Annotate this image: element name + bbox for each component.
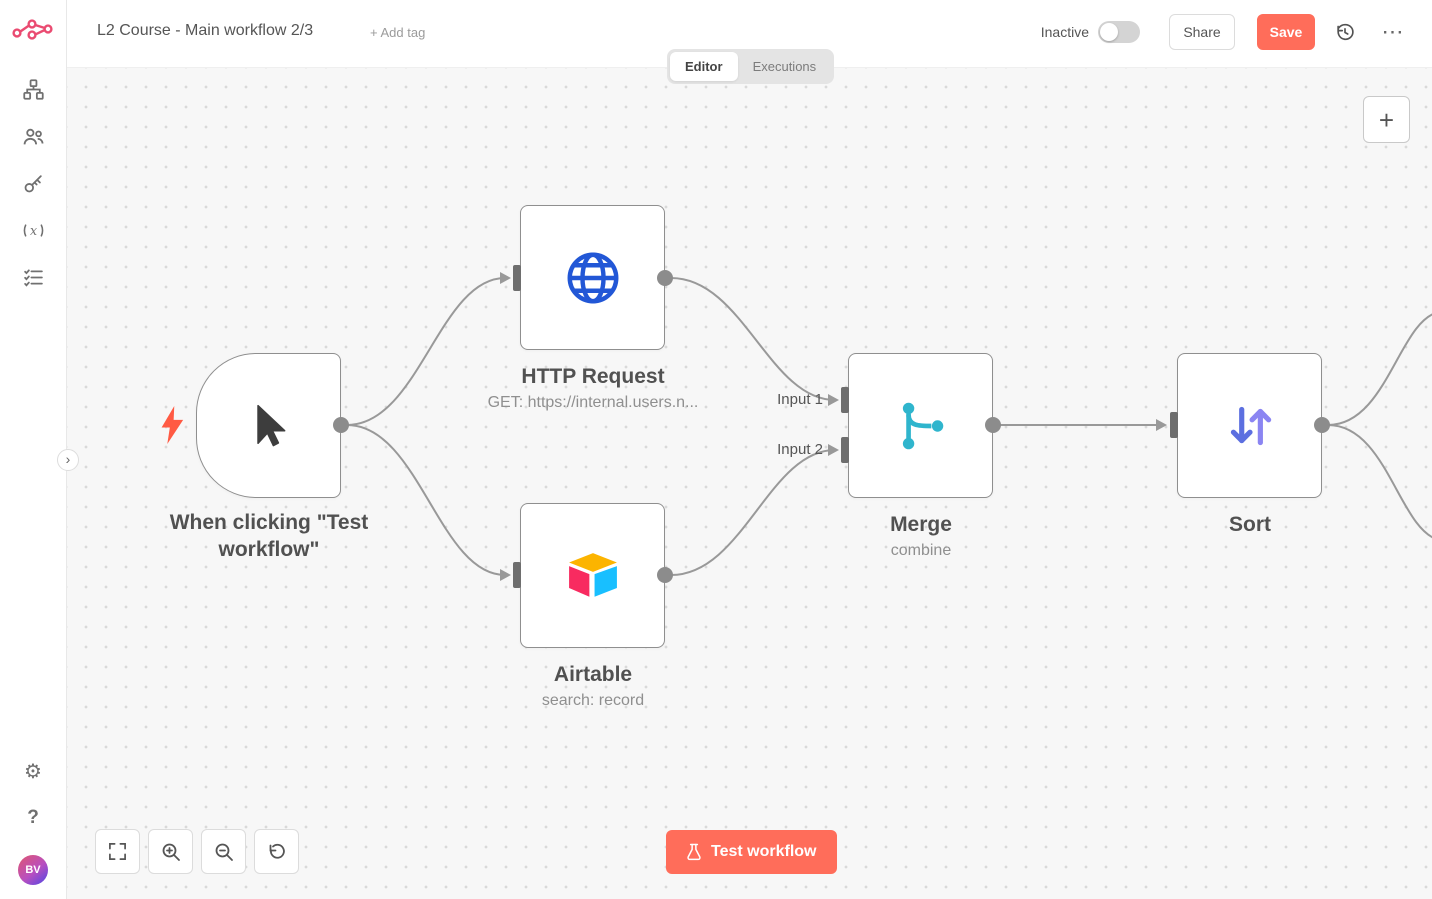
tab-editor[interactable]: Editor	[670, 52, 738, 81]
variables-icon: x	[23, 222, 43, 237]
node-sort[interactable]	[1177, 353, 1322, 498]
history-button[interactable]	[1330, 18, 1360, 48]
output-connector-trigger[interactable]	[333, 417, 349, 433]
cursor-icon	[256, 404, 285, 446]
more-menu-button[interactable]: ⋯	[1376, 14, 1410, 50]
users-icon	[23, 128, 43, 144]
sidebar-item-variables[interactable]: x	[13, 210, 53, 250]
flask-icon	[687, 843, 701, 861]
n8n-logo[interactable]	[12, 16, 54, 47]
zoom-out-icon	[215, 843, 233, 861]
active-toggle[interactable]	[1098, 21, 1140, 43]
tab-executions[interactable]: Executions	[738, 52, 832, 81]
node-merge[interactable]	[848, 353, 993, 498]
output-connector-http[interactable]	[657, 270, 673, 286]
settings-button[interactable]: ⚙	[13, 751, 53, 791]
editor-executions-tabs: Editor Executions	[667, 49, 835, 84]
reset-zoom-icon	[269, 843, 285, 859]
node-title-text: Airtable	[553, 663, 633, 686]
zoom-controls	[95, 829, 299, 874]
node-title-merge: Merge combine	[770, 511, 1072, 562]
node-title-sort: Sort	[1229, 513, 1271, 536]
output-connector-sort[interactable]	[1314, 417, 1330, 433]
input-connector-http[interactable]	[513, 265, 521, 291]
sidebar-item-workflows[interactable]	[13, 69, 53, 109]
toggle-knob	[1100, 23, 1118, 41]
node-airtable[interactable]	[520, 503, 665, 648]
help-icon: ?	[27, 807, 39, 828]
sidebar-item-credentials[interactable]	[13, 163, 53, 203]
zoom-out-button[interactable]	[201, 829, 246, 874]
add-node-button[interactable]: +	[1363, 96, 1410, 143]
merge-input2-label: Input 2	[777, 441, 823, 458]
connection-airtable-merge[interactable]	[670, 449, 836, 576]
save-button[interactable]: Save	[1257, 14, 1315, 50]
n8n-logo-icon	[12, 19, 53, 40]
workflow-canvas[interactable]: When clicking "Test workflow" HTTP Reque…	[67, 68, 1432, 899]
input-connector-merge-2[interactable]	[841, 437, 849, 463]
fit-view-icon	[109, 843, 126, 860]
output-connector-airtable[interactable]	[657, 567, 673, 583]
node-title-airtable: Airtable search: record	[442, 661, 744, 712]
input-connector-sort[interactable]	[1170, 412, 1178, 438]
chevron-right-icon: ›	[65, 451, 71, 467]
help-button[interactable]: ?	[13, 798, 53, 838]
user-avatar[interactable]: BV	[18, 855, 48, 885]
input-connector-merge-1[interactable]	[841, 387, 849, 413]
output-connector-merge[interactable]	[985, 417, 1001, 433]
sidebar: x ⚙ ? BV	[0, 0, 67, 899]
sidebar-item-templates[interactable]	[13, 116, 53, 156]
add-tag-button[interactable]: + Add tag	[370, 25, 426, 40]
node-subtitle-http: GET: https://internal.users.n...	[487, 394, 699, 412]
connection-http-merge[interactable]	[670, 277, 836, 401]
sidebar-collapse-button[interactable]: ›	[57, 449, 79, 471]
node-http-request[interactable]	[520, 205, 665, 350]
airtable-icon	[568, 552, 617, 597]
test-workflow-label: Test workflow	[711, 843, 817, 860]
node-subtitle-merge: combine	[890, 542, 952, 560]
workflow-title[interactable]: L2 Course - Main workflow 2/3	[97, 22, 314, 39]
globe-icon	[567, 252, 618, 303]
node-title-http: HTTP Request GET: https://internal.users…	[442, 363, 744, 414]
ellipsis-icon: ⋯	[1381, 19, 1405, 44]
zoom-in-icon	[162, 843, 180, 861]
lightning-bolt-icon	[161, 406, 184, 444]
active-status-label: Inactive	[1040, 24, 1089, 40]
zoom-in-button[interactable]	[148, 829, 193, 874]
connection-sort-out-top[interactable]	[1327, 312, 1432, 426]
history-icon	[1337, 23, 1354, 40]
sidebar-item-executions[interactable]	[13, 257, 53, 297]
workflows-icon	[22, 78, 44, 100]
input-connector-airtable[interactable]	[513, 562, 521, 588]
fit-view-button[interactable]	[95, 829, 140, 874]
node-subtitle-airtable: search: record	[541, 692, 645, 710]
svg-text:x: x	[29, 222, 36, 237]
list-check-icon	[23, 268, 43, 287]
connection-sort-out-bottom[interactable]	[1327, 424, 1432, 540]
node-trigger[interactable]	[196, 353, 341, 498]
test-workflow-button[interactable]: Test workflow	[666, 830, 837, 874]
node-title-text: Merge	[890, 513, 952, 536]
sort-icon	[1230, 406, 1271, 445]
gear-icon: ⚙	[24, 760, 42, 783]
share-button[interactable]: Share	[1169, 14, 1235, 50]
key-icon	[24, 174, 42, 192]
node-title-text: HTTP Request	[521, 365, 665, 388]
merge-icon	[902, 402, 943, 449]
connection-trigger-http[interactable]	[346, 277, 506, 426]
reset-zoom-button[interactable]	[254, 829, 299, 874]
connection-trigger-airtable[interactable]	[346, 424, 506, 576]
merge-input1-label: Input 1	[777, 391, 823, 408]
node-title-trigger: When clicking "Test workflow"	[169, 511, 369, 562]
